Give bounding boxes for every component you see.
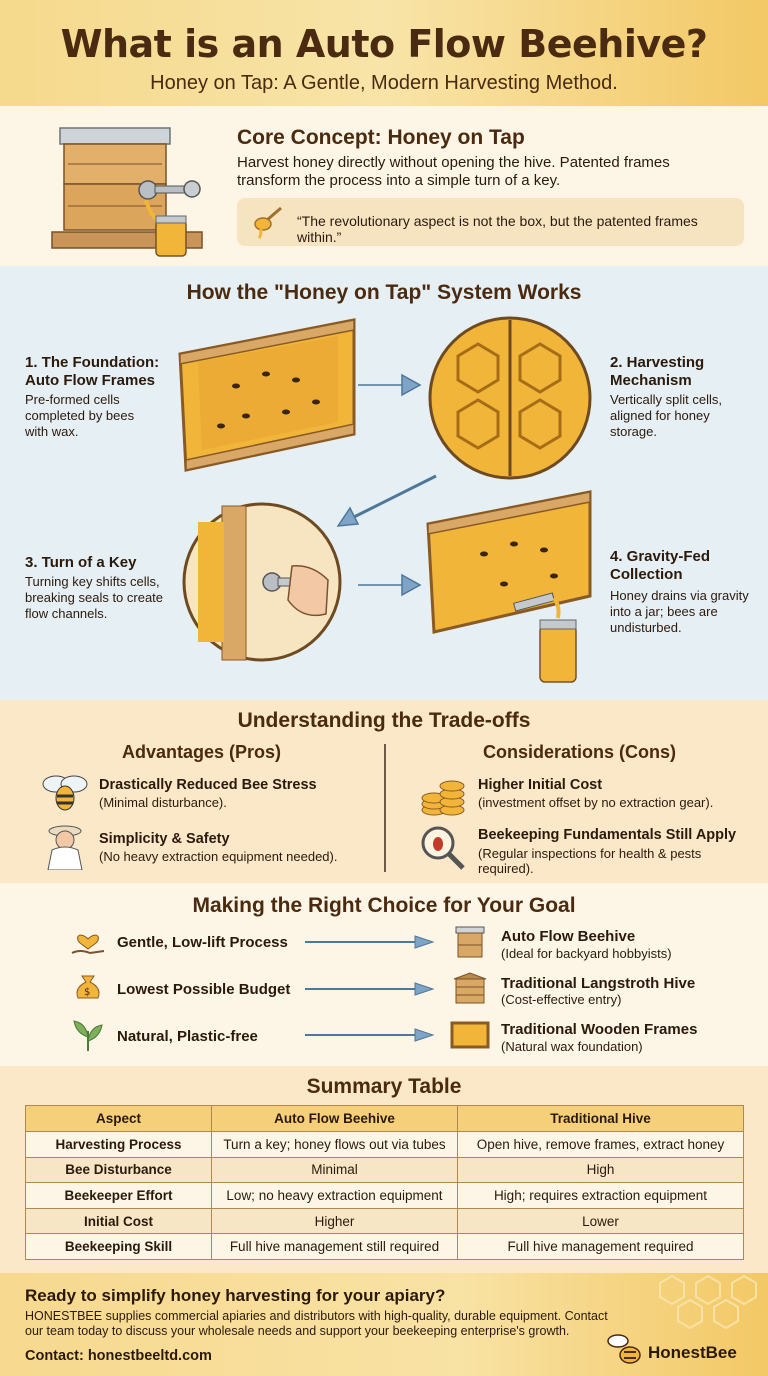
pros-title: Advantages (Pros) bbox=[122, 742, 282, 762]
cta-title: Ready to simplify honey harvesting for y… bbox=[25, 1286, 446, 1305]
con-1-title: Higher Initial Cost bbox=[478, 777, 603, 793]
option-2-title: Traditional Langstroth Hive bbox=[501, 975, 696, 992]
header-traditional: Traditional Hive bbox=[457, 1105, 744, 1132]
goal-3: Natural, Plastic-free bbox=[117, 1028, 258, 1045]
table-cell: Bee Disturbance bbox=[25, 1156, 212, 1184]
quote-text: “The revolutionary aspect is not the box… bbox=[297, 213, 698, 245]
table-cell: Full hive management still required bbox=[211, 1233, 458, 1260]
wooden-frame-icon bbox=[450, 1021, 490, 1049]
con-1-body: (investment offset by no extraction gear… bbox=[478, 795, 714, 810]
svg-text:$: $ bbox=[84, 987, 90, 998]
page-title: What is an Auto Flow Beehive? bbox=[60, 22, 708, 66]
arrow-goal-1 bbox=[305, 935, 435, 949]
table-row: Beekeeping Skill Full hive management st… bbox=[25, 1233, 744, 1260]
hand-heart-icon bbox=[71, 934, 105, 955]
flow-hive-icon bbox=[455, 926, 485, 958]
option-2-note: (Cost-effective entry) bbox=[501, 992, 622, 1007]
step-4-title: 4. Gravity-Fed Collection bbox=[610, 548, 711, 583]
cons-title: Considerations (Cons) bbox=[483, 742, 677, 762]
con-2-title: Beekeeping Fundamentals Still Apply bbox=[478, 827, 737, 843]
leaves-icon bbox=[73, 1020, 103, 1051]
table-cell: Low; no heavy extraction equipment bbox=[211, 1182, 458, 1209]
option-1-note: (Ideal for backyard hobbyists) bbox=[501, 946, 672, 961]
honeycomb-cells-closeup bbox=[428, 316, 592, 480]
header: What is an Auto Flow Beehive? Honey on T… bbox=[0, 0, 768, 106]
pro-2-body: (No heavy extraction equipment needed). bbox=[99, 849, 338, 864]
how-it-works-title: How the "Honey on Tap" System Works bbox=[186, 281, 582, 304]
contact-link[interactable]: Contact: honestbeeltd.com bbox=[25, 1348, 212, 1364]
table-cell: Harvesting Process bbox=[25, 1131, 212, 1158]
coins-icon bbox=[421, 780, 465, 816]
table-header-row: Aspect Auto Flow Beehive Traditional Hiv… bbox=[25, 1105, 744, 1132]
table-cell: Turn a key; honey flows out via tubes bbox=[211, 1131, 458, 1158]
option-1-title: Auto Flow Beehive bbox=[501, 928, 636, 945]
right-choice-section: Making the Right Choice for Your Goal Ge… bbox=[0, 883, 768, 1066]
core-concept-title: Core Concept: Honey on Tap bbox=[237, 126, 525, 149]
table-cell: Initial Cost bbox=[25, 1207, 212, 1235]
gravity-collection-illustration bbox=[426, 490, 592, 683]
table-cell: Full hive management required bbox=[457, 1233, 744, 1260]
step-2-title: 2. Harvesting Mechanism bbox=[610, 354, 705, 389]
table-cell: Minimal bbox=[211, 1156, 458, 1184]
table-row: Beekeeper Effort Low; no heavy extractio… bbox=[25, 1182, 744, 1209]
step-1-body: Pre-formed cells completed by bees with … bbox=[25, 392, 135, 439]
table-cell: Open hive, remove frames, extract honey bbox=[457, 1131, 744, 1158]
step-2-body: Vertically split cells, aligned for hone… bbox=[610, 392, 722, 439]
honestbee-logo-icon bbox=[607, 1334, 641, 1364]
table-cell: High; requires extraction equipment bbox=[457, 1182, 744, 1209]
page-subtitle: Honey on Tap: A Gentle, Modern Harvestin… bbox=[150, 72, 618, 94]
hive-with-tap-illustration bbox=[51, 127, 203, 257]
arrow-goal-3 bbox=[305, 1028, 435, 1042]
goal-1: Gentle, Low-lift Process bbox=[117, 934, 288, 951]
goal-2: Lowest Possible Budget bbox=[117, 981, 291, 998]
table-row: Initial Cost Higher Lower bbox=[25, 1207, 744, 1235]
table-row: Bee Disturbance Minimal High bbox=[25, 1156, 744, 1184]
option-3-note: (Natural wax foundation) bbox=[501, 1039, 643, 1054]
table-row: Harvesting Process Turn a key; honey flo… bbox=[25, 1131, 744, 1158]
key-turning-closeup bbox=[182, 502, 342, 662]
honey-dipper-icon bbox=[254, 206, 282, 240]
pro-2-title: Simplicity & Safety bbox=[99, 831, 230, 847]
step-1-title: 1. The Foundation: Auto Flow Frames bbox=[25, 354, 160, 389]
arrow-step2-to-step3 bbox=[336, 474, 437, 527]
beekeeper-icon bbox=[47, 825, 83, 870]
table-cell: Beekeeping Skill bbox=[25, 1233, 212, 1260]
step-3-body: Turning key shifts cells, breaking seals… bbox=[25, 574, 164, 621]
bee-icon bbox=[42, 775, 88, 811]
summary-title: Summary Table bbox=[306, 1075, 462, 1098]
pros-cons-divider bbox=[384, 744, 386, 872]
table-cell: Beekeeper Effort bbox=[25, 1182, 212, 1209]
option-3-title: Traditional Wooden Frames bbox=[501, 1021, 698, 1038]
summary-section: Summary Table Aspect Auto Flow Beehive T… bbox=[0, 1066, 768, 1273]
pro-1-title: Drastically Reduced Bee Stress bbox=[99, 777, 317, 793]
con-2-body: (Regular inspections for health & pests … bbox=[478, 846, 702, 876]
table-cell: High bbox=[457, 1156, 744, 1184]
pro-1-body: (Minimal disturbance). bbox=[99, 795, 227, 810]
cta-body: HONESTBEE supplies commercial apiaries a… bbox=[25, 1309, 608, 1338]
arrow-step1-to-step2 bbox=[358, 373, 422, 397]
tradeoffs-title: Understanding the Trade-offs bbox=[237, 709, 531, 732]
step-4-body: Honey drains via gravity into a jar; bee… bbox=[610, 588, 749, 635]
money-bag-icon: $ bbox=[76, 975, 100, 999]
langstroth-hive-icon bbox=[453, 972, 487, 1004]
summary-table: Aspect Auto Flow Beehive Traditional Hiv… bbox=[25, 1105, 744, 1260]
right-choice-title: Making the Right Choice for Your Goal bbox=[192, 894, 576, 917]
core-concept-section: Core Concept: Honey on Tap Harvest honey… bbox=[0, 106, 768, 266]
magnifier-bug-icon bbox=[421, 826, 465, 870]
table-cell: Lower bbox=[457, 1207, 744, 1235]
step-3-title: 3. Turn of a Key bbox=[25, 554, 137, 571]
arrow-step3-to-step4 bbox=[358, 573, 422, 597]
tradeoffs-section: Understanding the Trade-offs Advantages … bbox=[0, 700, 768, 883]
brand-name: HonestBee bbox=[648, 1343, 737, 1362]
quote-box: “The revolutionary aspect is not the box… bbox=[237, 198, 744, 246]
arrow-goal-2 bbox=[305, 982, 435, 996]
how-it-works-section: How the "Honey on Tap" System Works 1. T… bbox=[0, 266, 768, 700]
flow-frame-illustration bbox=[178, 318, 356, 472]
core-concept-body: Harvest honey directly without opening t… bbox=[237, 154, 670, 189]
honeycomb-pattern-decoration bbox=[659, 1274, 757, 1330]
header-auto-flow: Auto Flow Beehive bbox=[211, 1105, 458, 1132]
table-cell: Higher bbox=[211, 1207, 458, 1235]
header-aspect: Aspect bbox=[25, 1105, 212, 1132]
footer-cta: Ready to simplify honey harvesting for y… bbox=[0, 1273, 768, 1376]
